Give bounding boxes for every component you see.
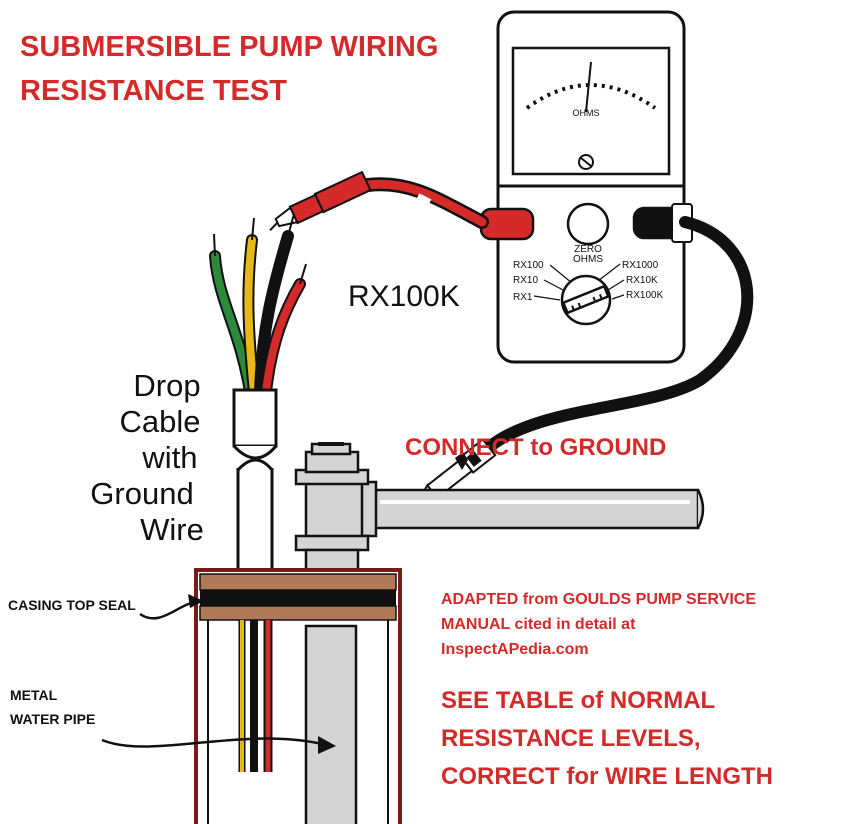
connect-ground-label: CONNECT to GROUND — [405, 434, 666, 461]
table-note-3: CORRECT for WIRE LENGTH — [441, 763, 773, 790]
meter-scale-arc — [525, 83, 657, 110]
table-note-2: RESISTANCE LEVELS, — [441, 725, 701, 752]
well-casing — [194, 568, 402, 824]
metal-pipe-label-2: WATER PIPE — [10, 711, 95, 727]
table-note-1: SEE TABLE of NORMAL — [441, 687, 715, 714]
range-selector-knob[interactable] — [560, 274, 612, 326]
red-probe-lead — [363, 179, 487, 227]
metal-pipe-label-1: METAL — [10, 687, 58, 703]
selected-range-label: RX100K — [348, 280, 460, 313]
drop-cable-label-3: with — [141, 440, 197, 475]
casing-seal-arrow-icon — [139, 600, 197, 620]
range-rx1000: RX1000 — [622, 260, 659, 271]
meter-scale-label: OHMS — [573, 108, 600, 118]
drop-cable-label-2: Cable — [120, 404, 201, 439]
water-pipe-assembly — [294, 442, 705, 574]
title-line-2: RESISTANCE TEST — [20, 75, 287, 107]
drop-cable-label-4: Ground — [90, 476, 193, 511]
title-line-1: SUBMERSIBLE PUMP WIRING — [20, 31, 438, 63]
metal-pipe-arrow-icon — [101, 737, 323, 748]
zero-label-1: ZERO — [574, 244, 602, 255]
drop-cable-wires — [209, 213, 307, 572]
drop-cable-label-5: Wire — [140, 512, 204, 547]
zero-ohms-knob[interactable] — [566, 202, 610, 246]
range-rx10k: RX10K — [626, 275, 658, 286]
casing-top-seal — [199, 573, 397, 591]
casing-seal-label: CASING TOP SEAL — [8, 597, 136, 613]
black-probe-lead — [482, 216, 754, 454]
red-probe-jack[interactable] — [479, 207, 535, 241]
range-rx1: RX1 — [513, 292, 533, 303]
red-probe[interactable] — [264, 170, 372, 236]
adapted-note-3: InspectAPedia.com — [441, 641, 589, 658]
range-rx100: RX100 — [513, 260, 544, 271]
adapted-note-2: MANUAL cited in detail at — [441, 616, 636, 633]
range-rx10: RX10 — [513, 275, 538, 286]
meter-needle — [585, 61, 592, 113]
zero-label-2: OHMS — [573, 254, 603, 265]
metal-water-pipe — [304, 624, 358, 824]
adapted-note-1: ADAPTED from GOULDS PUMP SERVICE — [441, 591, 756, 608]
drop-cable-label-1: Drop — [133, 368, 200, 403]
ohmmeter: OHMS ZERO OHMS RX100 RX10 RX1 RX1000 RX1… — [479, 10, 693, 364]
range-rx100k: RX100K — [626, 290, 664, 301]
